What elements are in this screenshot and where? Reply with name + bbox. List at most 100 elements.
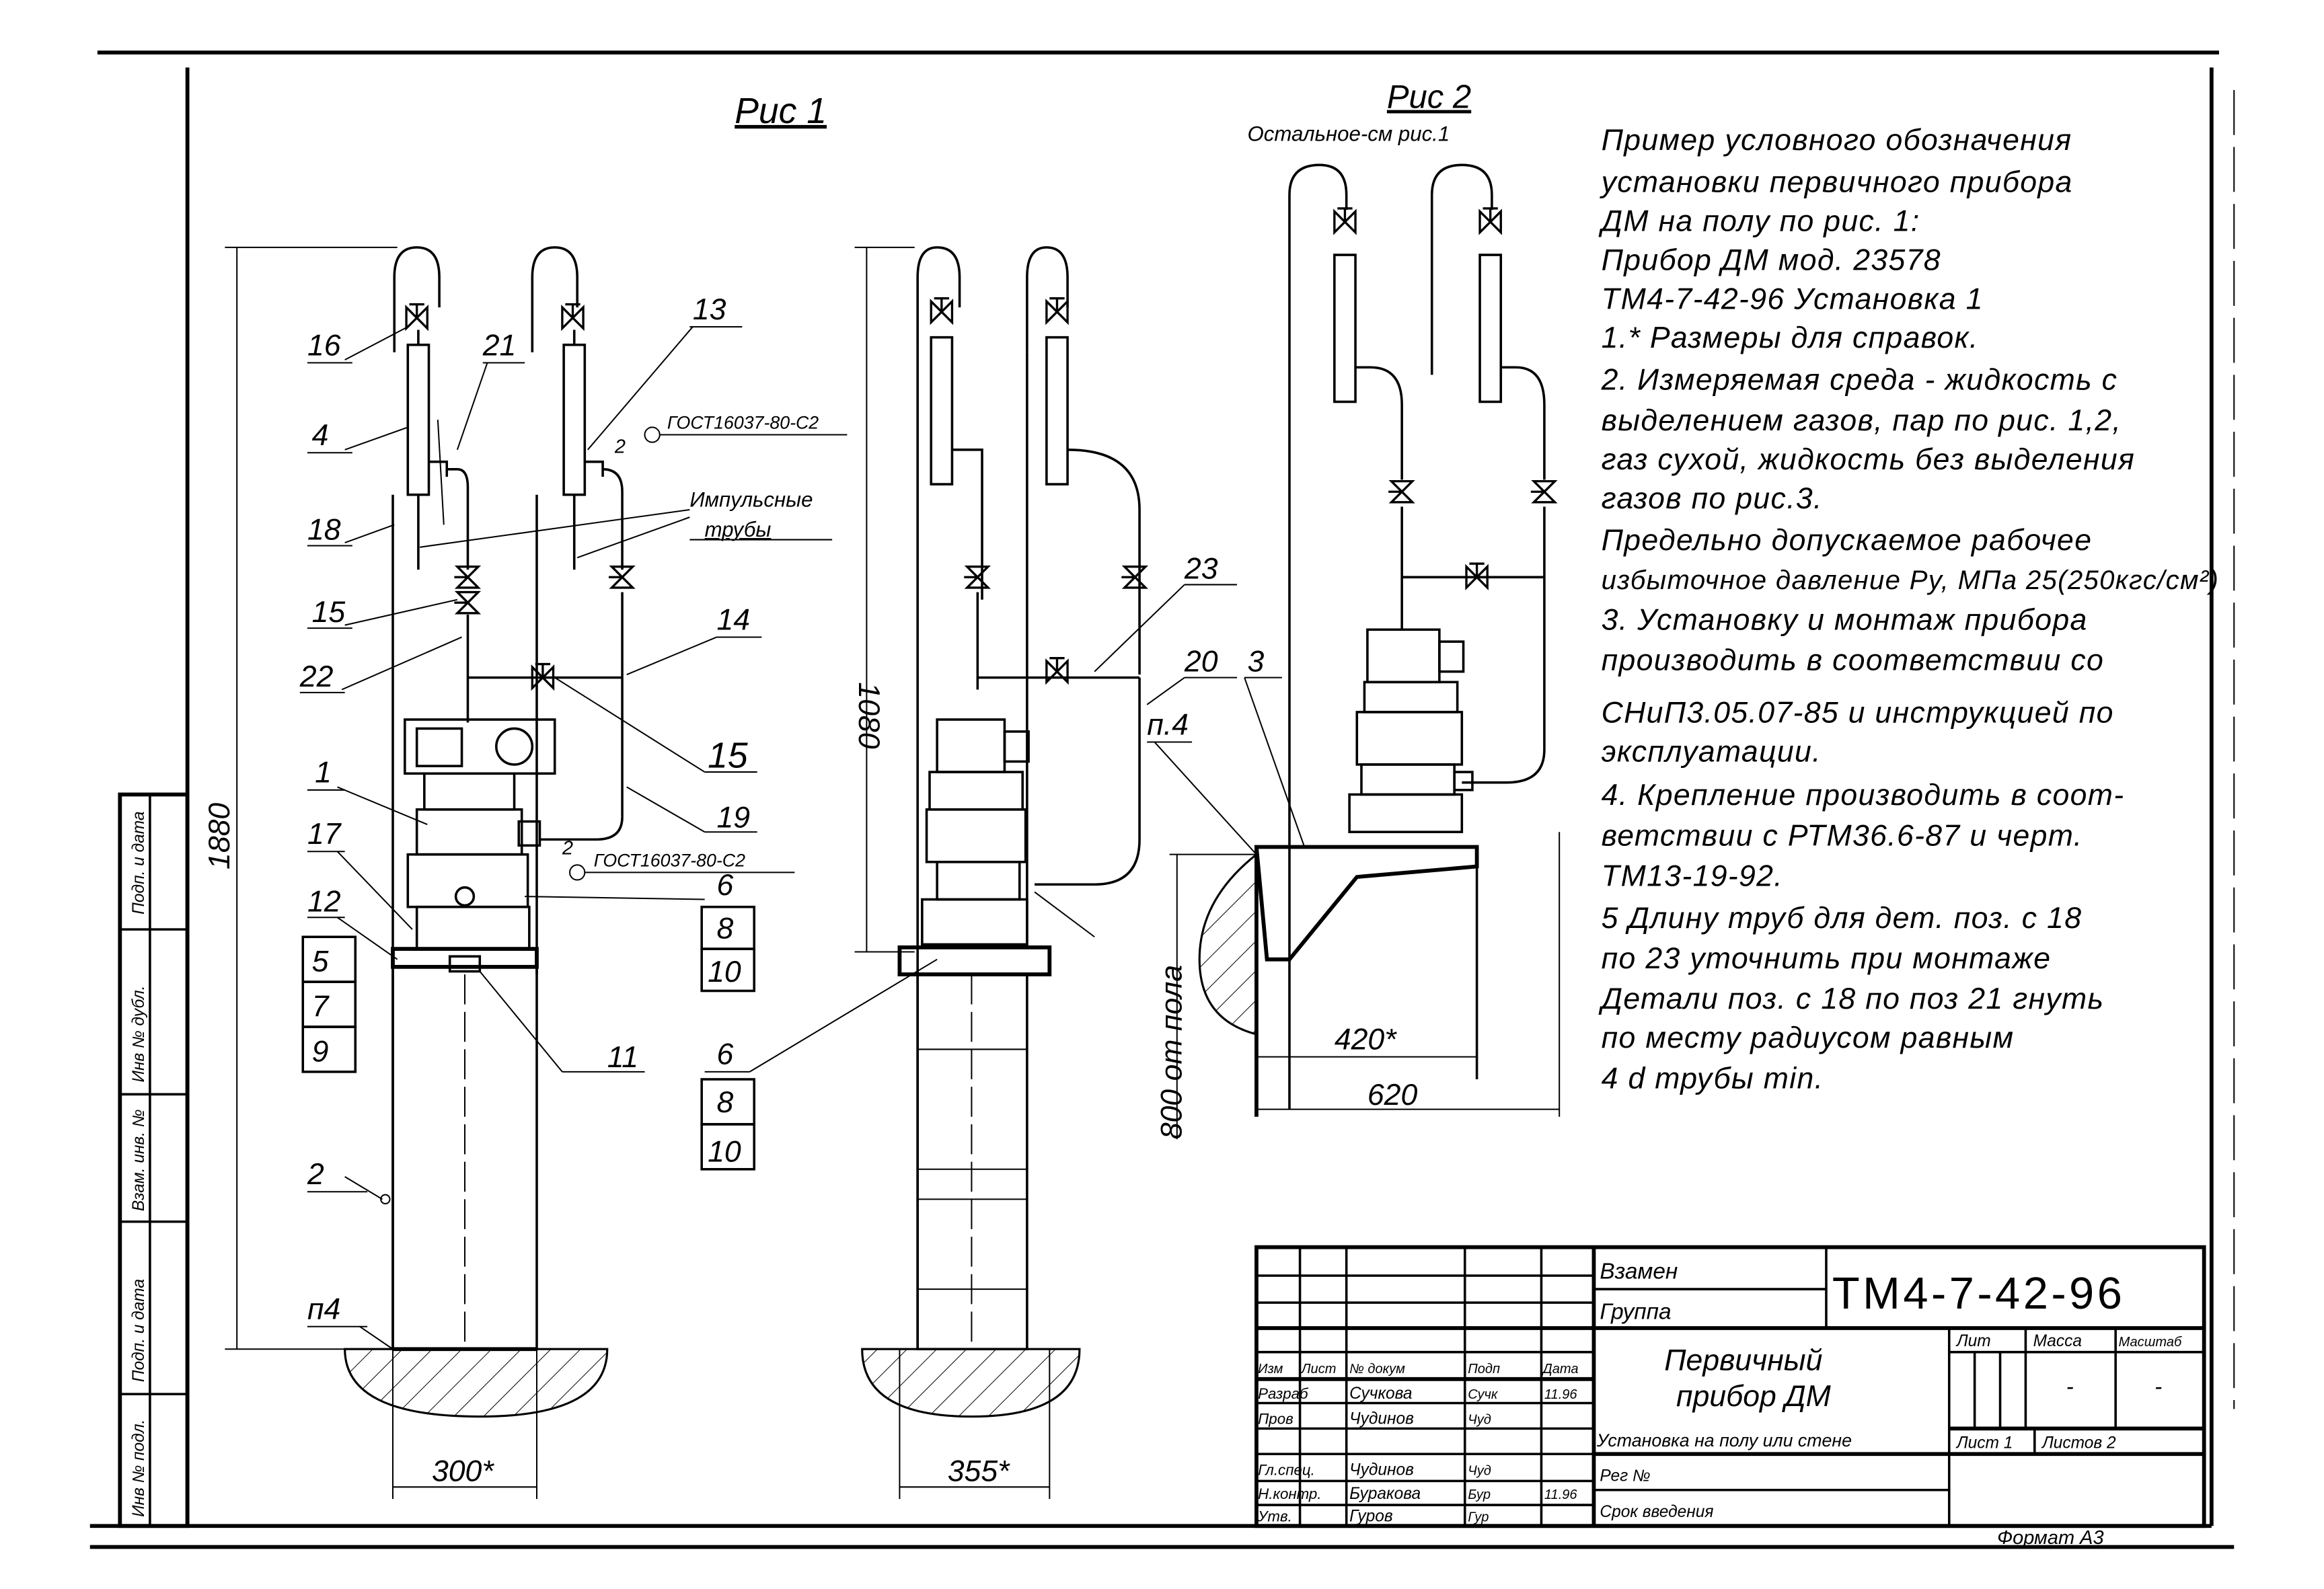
title-line-2: прибор ДМ	[1676, 1380, 1832, 1413]
signature-role: Пров	[1258, 1411, 1294, 1428]
note-line: ДМ на полу по рис. 1:	[1598, 204, 1920, 237]
label-5: 5	[312, 945, 329, 978]
label-8b: 8	[716, 1086, 733, 1119]
note-line: избыточное давление Ру, МПа 25(250кгс/см…	[1602, 565, 2220, 595]
fig1-title: Рис 1	[735, 91, 827, 131]
fig3-dim-420: 420*	[1335, 1023, 1397, 1056]
note-line: выделением газов, пар по рис. 1,2,	[1602, 404, 2122, 437]
label-9: 9	[312, 1035, 329, 1068]
label-2: 2	[307, 1158, 324, 1191]
note-line: 5 Длину труб для дет. поз. с 18	[1602, 902, 2083, 935]
note-line: эксплуатации.	[1602, 735, 1822, 768]
weld-mark-bottom: 2	[562, 838, 573, 859]
figure-1: Рис 1 1880	[203, 91, 848, 1500]
label-6: 6	[716, 869, 733, 902]
label-11: 11	[607, 1041, 638, 1074]
signature-date: 11.96	[1544, 1387, 1578, 1402]
sheet-number: Лист 1	[1955, 1434, 2013, 1452]
fig3-dim-620: 620	[1367, 1079, 1418, 1112]
note-line: 3. Установку и монтаж прибора	[1602, 603, 2088, 636]
fig1-dim-width: 300*	[432, 1455, 494, 1487]
signature-role: Гл.спец.	[1258, 1461, 1315, 1478]
fig2-dim-width: 355*	[948, 1455, 1010, 1487]
note-line: производить в соответствии со	[1602, 644, 2105, 676]
scale-value: -	[2154, 1374, 2162, 1399]
label-n4b: п.4	[1147, 708, 1189, 741]
note-line: по месту радиусом равным	[1602, 1021, 2015, 1054]
signature-sign: Чуд	[1468, 1413, 1491, 1428]
side-strip: Подп. и дата Инв № дубл. Взам. инв. № По…	[118, 792, 190, 1528]
figure-1-side-view: 1080 355* 23 20	[700, 246, 1237, 1500]
gost-note-bottom: ГОСТ16037-80-С2	[594, 850, 745, 870]
note-line: Детали поз. с 18 по поз 21 гнуть	[1598, 982, 2105, 1015]
group-label: Группа	[1600, 1300, 1671, 1325]
title-block: Взамен Группа ТМ4-7-42-96 Первичный приб…	[1254, 1245, 2206, 1549]
impulse-tubes-label-1: Импульсные	[689, 488, 813, 512]
title-subtitle: Установка на полу или стене	[1596, 1430, 1852, 1450]
label-21: 21	[482, 329, 517, 362]
mass-label: Масса	[2033, 1332, 2082, 1350]
signature-name: Чудинов	[1349, 1410, 1414, 1428]
note-line: газ сухой, жидкость без выделения	[1602, 443, 2136, 476]
side-label-sign-date: Подп. и дата	[130, 811, 148, 914]
note-line: 4 d трубы min.	[1602, 1062, 1824, 1095]
signature-role: Н.контр.	[1258, 1485, 1321, 1502]
mass-value: -	[2066, 1374, 2074, 1399]
note-line: установки первичного прибора	[1600, 165, 2073, 198]
signature-name: Сучкова	[1349, 1385, 1412, 1403]
note-line: ветствии с РТМ36.6-87 и черт.	[1602, 819, 2083, 852]
label-n4: п4	[307, 1293, 340, 1326]
reg-label: Рег №	[1600, 1467, 1650, 1485]
label-20: 20	[1184, 646, 1218, 679]
column-header: Дата	[1542, 1362, 1579, 1377]
label-8: 8	[716, 912, 733, 945]
document-code: ТМ4-7-42-96	[1832, 1268, 2125, 1319]
sheet-count: Листов 2	[2041, 1434, 2116, 1452]
lit-label: Лит	[1955, 1332, 1991, 1350]
signature-name: Буракова	[1349, 1485, 1421, 1503]
side-label-orig-inv: Инв № подл.	[130, 1420, 148, 1517]
note-line: СНиП3.05.07-85 и инструкцией по	[1602, 697, 2114, 730]
label-15a: 15	[312, 596, 346, 629]
label-23: 23	[1184, 553, 1218, 586]
column-header: Подп	[1468, 1362, 1500, 1377]
label-3: 3	[1248, 646, 1265, 679]
column-header: Изм	[1258, 1362, 1283, 1377]
format-label: Формат А3	[1997, 1527, 2104, 1549]
replaces-label: Взамен	[1600, 1259, 1678, 1284]
fig2-title: Рис 2	[1387, 79, 1471, 116]
figure-2: Рис 2 Остальное-см рис.1 420* 620 800 от…	[1147, 79, 1561, 1140]
label-15b: 15	[708, 736, 748, 775]
signature-date: 11.96	[1544, 1487, 1578, 1502]
label-12: 12	[307, 885, 341, 918]
label-13: 13	[693, 293, 726, 326]
label-14: 14	[716, 603, 750, 636]
signature-name: Чудинов	[1349, 1461, 1414, 1479]
title-line-1: Первичный	[1664, 1344, 1822, 1377]
weld-mark-top: 2	[614, 436, 626, 457]
label-7: 7	[312, 990, 330, 1023]
label-18: 18	[307, 514, 341, 547]
label-1: 1	[315, 757, 332, 789]
scale-label: Масштаб	[2119, 1335, 2182, 1350]
label-6b: 6	[716, 1038, 733, 1071]
note-line: ТМ4-7-42-96 Установка 1	[1602, 282, 1984, 315]
note-line: по 23 уточнить при монтаже	[1602, 942, 2052, 975]
note-line: 2. Измеряемая среда - жидкость с	[1601, 364, 2118, 397]
signature-name: Гуров	[1349, 1508, 1393, 1526]
sheet-frame	[89, 50, 2235, 1549]
notes: Пример условного обозначения установки пе…	[1598, 124, 2220, 1095]
note-line: Предельно допускаемое рабочее	[1602, 524, 2093, 557]
side-label-repl-inv: Взам. инв. №	[130, 1110, 148, 1212]
label-17: 17	[307, 818, 342, 851]
signature-sign: Бур	[1468, 1487, 1491, 1502]
impulse-tubes-label-2: трубы	[705, 518, 772, 541]
fig3-dim-floor: 800 от пола	[1155, 965, 1188, 1139]
note-line: 1.* Размеры для справок.	[1602, 321, 1979, 354]
signature-role: Разраб	[1258, 1385, 1309, 1402]
label-10: 10	[708, 956, 741, 989]
note-line: 4. Крепление производить в соот-	[1602, 779, 2125, 812]
label-16: 16	[307, 329, 341, 362]
note-line: Пример условного обозначения	[1602, 124, 2072, 157]
